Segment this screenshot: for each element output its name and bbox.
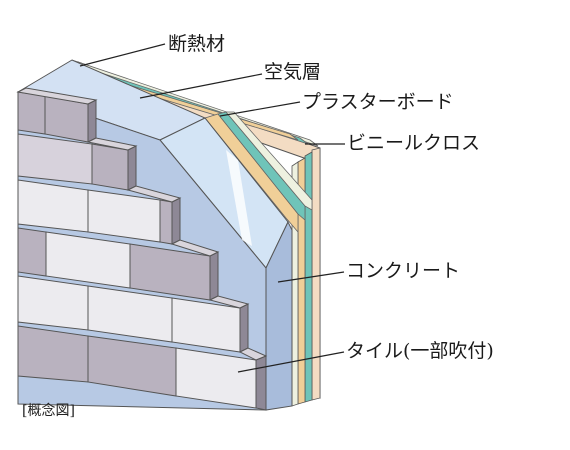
tile-top — [170, 239, 220, 257]
tile-top — [126, 185, 182, 203]
tile-top — [208, 295, 250, 309]
tile — [17, 275, 89, 331]
tile — [159, 199, 173, 245]
air-layer-diagonal — [217, 111, 306, 221]
label-vinyl-cloth: ビニールクロス — [347, 132, 481, 154]
tile — [91, 143, 129, 191]
tile-top — [238, 347, 268, 361]
tile-top — [16, 87, 98, 105]
tile-side — [255, 355, 267, 411]
vinyl-cloth-strip — [311, 147, 321, 401]
insulation-diagonal — [225, 111, 313, 211]
tile-side — [209, 251, 219, 301]
tile — [17, 325, 89, 383]
label-tile: タイル(一部吹付) — [346, 340, 494, 362]
light-reflection — [226, 150, 252, 246]
leader-insulation — [79, 43, 166, 67]
leader-plasterboard — [219, 101, 301, 117]
label-plasterboard: プラスターボード — [302, 91, 454, 113]
tile-side — [239, 303, 249, 353]
tile — [17, 227, 47, 277]
label-concrete: コンクリート — [346, 260, 461, 282]
tile-side — [87, 99, 97, 143]
plasterboard-diagonal — [204, 113, 299, 234]
label-air-layer: 空気層 — [264, 61, 322, 83]
leader-air-layer — [139, 73, 263, 99]
tile-facade — [16, 87, 268, 411]
leader-lines — [79, 43, 345, 373]
caption-conceptual-diagram: [概念図] — [22, 403, 75, 419]
tile-top — [86, 137, 138, 151]
leader-concrete — [277, 271, 345, 283]
leader-tile — [237, 351, 345, 373]
label-insulation: 断熱材 — [168, 33, 226, 55]
tile-side — [127, 145, 137, 191]
tile — [17, 91, 46, 135]
tile-side — [171, 197, 181, 245]
tile — [171, 297, 241, 353]
